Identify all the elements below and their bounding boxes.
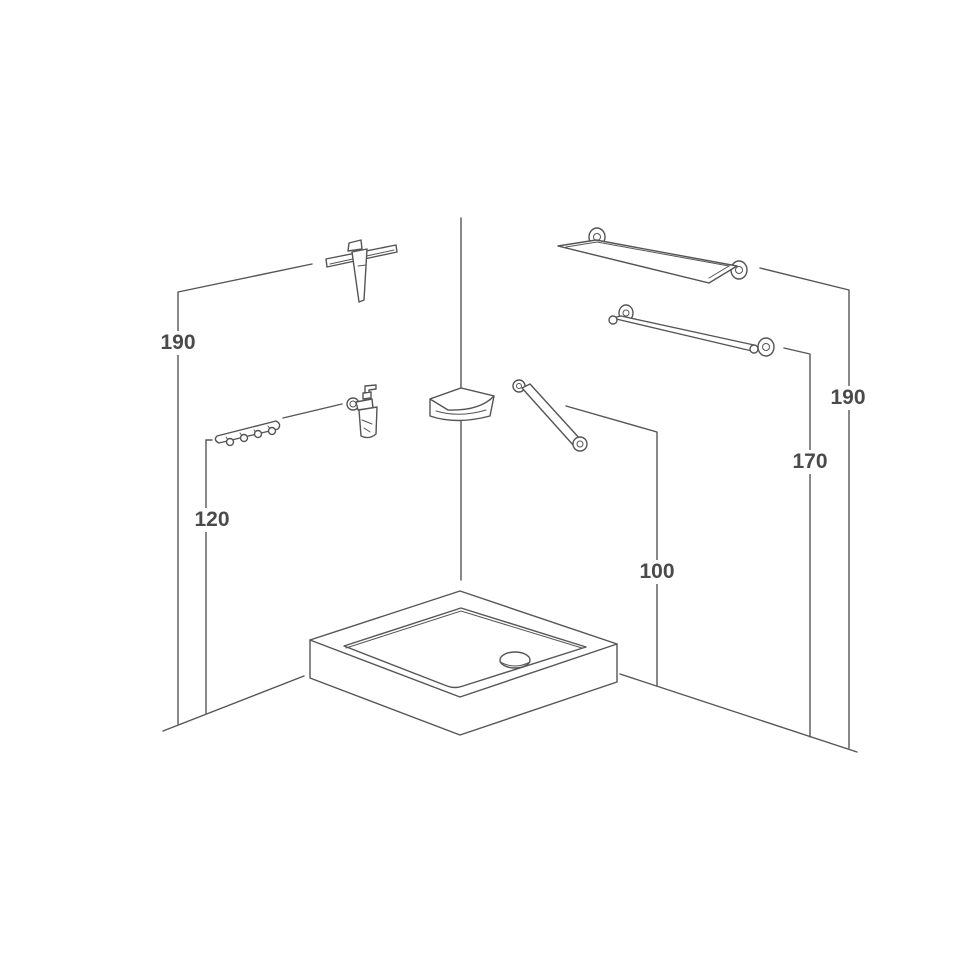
shower-tray-icon: [309, 590, 618, 736]
squeegee-icon: [325, 239, 398, 303]
towel-rack-height-label: 190: [828, 386, 868, 410]
corner-shelf-icon: [429, 387, 495, 422]
grab-bar-height-label: 100: [637, 560, 677, 584]
towel-bar-height-label: 170: [790, 450, 830, 474]
dimension-lines: [177, 263, 850, 749]
towel-rack-icon: [557, 227, 748, 284]
squeegee-height-label: 190: [158, 331, 198, 355]
hooks-height-label: 120: [192, 508, 232, 532]
hook-knob: [225, 425, 277, 447]
soap-dispenser-icon: [346, 384, 378, 439]
grab-bar-icon: [512, 379, 588, 452]
towel-hooks-icon: [214, 420, 281, 447]
towel-bar-icon: [608, 304, 775, 357]
